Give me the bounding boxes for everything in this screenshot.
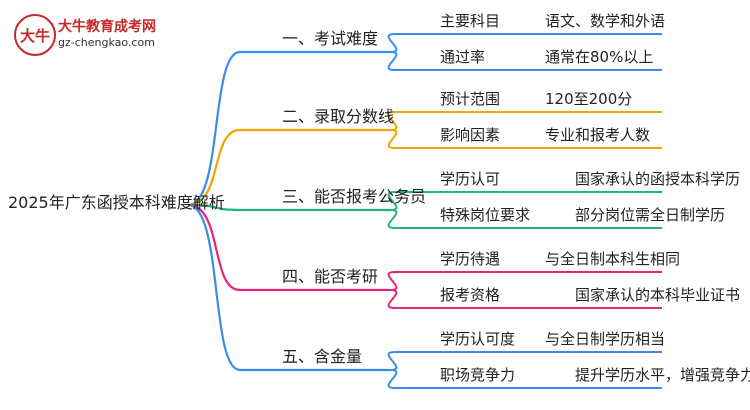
branch-label: 三、能否报考公务员 bbox=[282, 187, 427, 206]
leaf-connector bbox=[387, 33, 398, 53]
leaf-value: 专业和报考人数 bbox=[545, 126, 651, 144]
leaf-connector bbox=[387, 351, 398, 371]
branch-connector bbox=[187, 203, 241, 292]
branch-connector bbox=[187, 203, 241, 372]
leaf-key: 职场竞争力 bbox=[440, 366, 516, 384]
leaf-value: 通常在80%以上 bbox=[545, 48, 654, 66]
leaf-key: 学历认可 bbox=[440, 170, 501, 188]
branch-connector bbox=[187, 50, 241, 207]
leaf-connector bbox=[387, 369, 398, 389]
leaf-key: 特殊岗位要求 bbox=[440, 206, 531, 224]
logo-title: 大牛教育成考网 bbox=[58, 19, 156, 35]
leaf-key: 影响因素 bbox=[440, 126, 501, 144]
leaf-key: 主要科目 bbox=[440, 12, 501, 30]
branch-label: 四、能否考研 bbox=[282, 267, 379, 286]
logo-url: gz-chengkao.com bbox=[58, 36, 155, 49]
leaf-value: 提升学历水平，增强竞争力 bbox=[575, 366, 750, 384]
leaf-value: 与全日制学历相当 bbox=[545, 330, 666, 348]
leaf-connector bbox=[387, 129, 398, 149]
leaf-value: 与全日制本科生相同 bbox=[545, 250, 681, 268]
leaf-key: 学历待遇 bbox=[440, 250, 501, 268]
leaf-key: 预计范围 bbox=[440, 90, 501, 108]
leaf-connector bbox=[387, 271, 398, 291]
site-logo: 大牛 大牛教育成考网 gz-chengkao.com bbox=[14, 12, 184, 56]
branch-label: 一、考试难度 bbox=[282, 29, 379, 48]
leaf-key: 报考资格 bbox=[440, 286, 501, 304]
leaf-value: 120至200分 bbox=[545, 90, 633, 108]
branch-label: 五、含金量 bbox=[282, 347, 363, 366]
leaf-key: 学历认可度 bbox=[440, 330, 516, 348]
logo-badge: 大牛 bbox=[14, 14, 56, 56]
leaf-connector bbox=[387, 51, 398, 71]
mindmap-root-title: 2025年广东函授本科难度解析 bbox=[8, 193, 225, 212]
leaf-connector bbox=[387, 209, 398, 229]
leaf-key: 通过率 bbox=[440, 48, 486, 66]
leaf-value: 国家承认的本科毕业证书 bbox=[575, 286, 741, 304]
leaf-connector bbox=[387, 289, 398, 309]
branch-label: 二、录取分数线 bbox=[282, 107, 395, 126]
branch-connector bbox=[187, 203, 241, 212]
branch-connector bbox=[187, 128, 241, 207]
leaf-value: 部分岗位需全日制学历 bbox=[575, 206, 726, 224]
leaf-value: 国家承认的函授本科学历 bbox=[575, 170, 741, 188]
leaf-value: 语文、数学和外语 bbox=[545, 12, 666, 30]
